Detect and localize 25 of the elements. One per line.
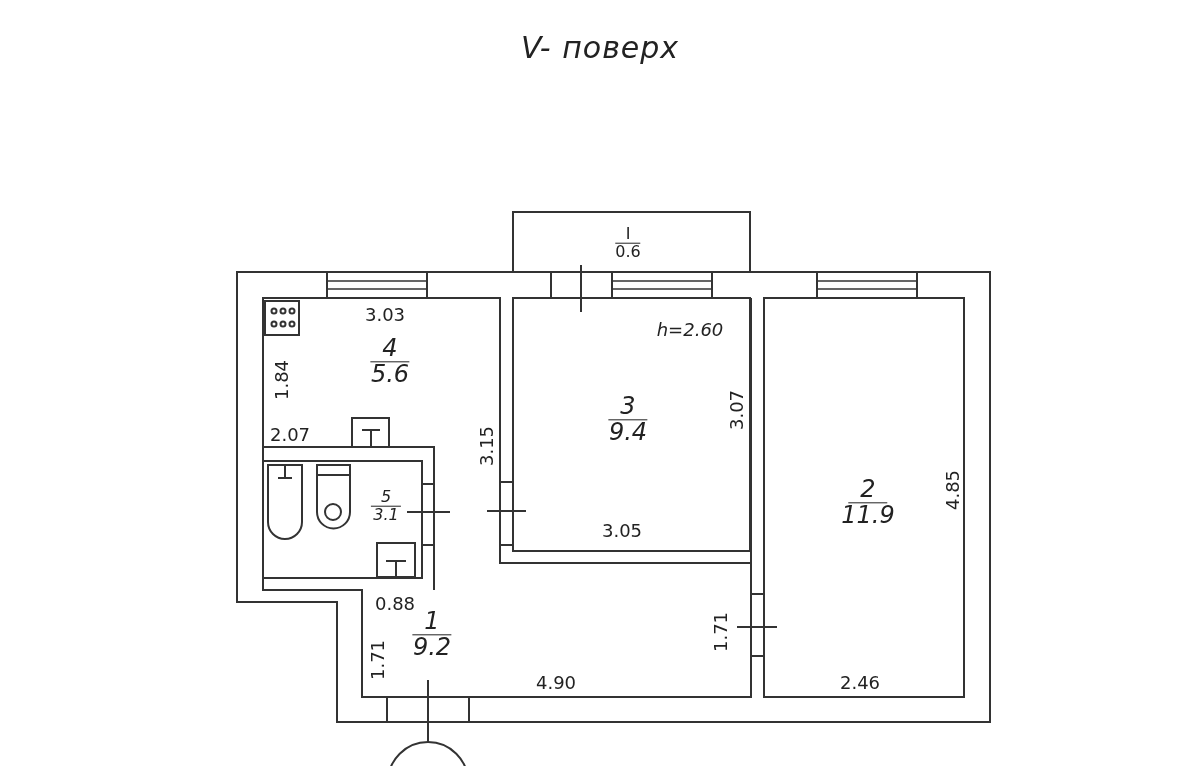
dimension-label: 1.71 — [709, 611, 731, 653]
room-area: 5.6 — [370, 362, 410, 388]
room-number: 2 — [848, 477, 888, 504]
room-number: 1 — [412, 609, 452, 636]
dimension-label: 4.85 — [941, 469, 963, 511]
floor-title: V- поверх — [520, 30, 680, 65]
room-number: 5 — [370, 488, 402, 507]
dimension-label: 4.90 — [535, 671, 577, 693]
dimension-label: 1.84 — [270, 359, 292, 401]
dimension-label: 2.07 — [269, 423, 311, 445]
room-area: 9.2 — [412, 635, 452, 661]
room-number: 3 — [608, 394, 648, 421]
room-area: 11.9 — [841, 503, 895, 529]
room-area: 0.6 — [615, 243, 641, 261]
room-number: 4 — [370, 336, 410, 363]
ceiling-height-label: h=2.60 — [656, 318, 724, 340]
dimension-label: 2.46 — [839, 671, 881, 693]
room-area: 3.1 — [373, 506, 399, 524]
dimension-label: 3.15 — [475, 425, 497, 467]
dimension-label: 3.03 — [364, 303, 406, 325]
dimension-label: 1.71 — [366, 639, 388, 681]
room-number: I — [615, 225, 641, 244]
room-area: 9.4 — [608, 420, 648, 446]
dimension-label: 3.07 — [725, 389, 747, 431]
dimension-label: 3.05 — [601, 519, 643, 541]
